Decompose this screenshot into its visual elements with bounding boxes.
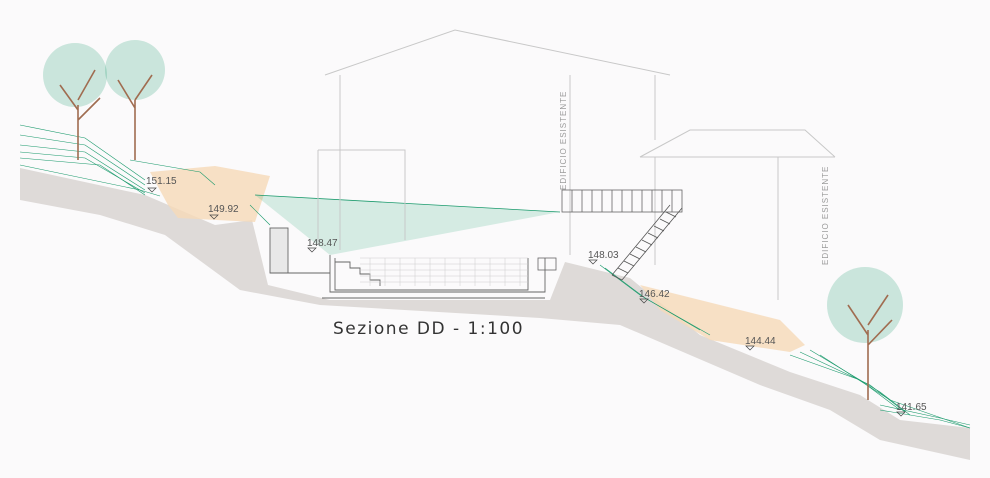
existing-building-2: [639, 129, 836, 300]
building-label-2: EDIFICIO ESISTENTE: [821, 166, 830, 265]
level-144-44: 144.44: [745, 336, 776, 347]
level-146-42: 146.42: [639, 289, 670, 300]
terrace-railing: [561, 189, 683, 213]
tree-right: [827, 267, 903, 400]
fill-section-left: [150, 166, 270, 222]
pool-edge-right: [537, 257, 557, 271]
level-149-92: 149.92: [208, 204, 239, 215]
slope-vegetation-right: [599, 264, 971, 429]
pool-structure: [269, 227, 546, 299]
slope-vegetation-left: [19, 124, 271, 226]
drawing-title: Sezione DD - 1:100: [333, 319, 524, 339]
level-141-65: 141.65: [896, 402, 927, 413]
building-label-1: EDIFICIO ESISTENTE: [559, 91, 568, 190]
level-markers: [147, 187, 906, 417]
tree-left-1: [43, 43, 107, 160]
level-151-15: 151.15: [146, 176, 177, 187]
pool-water-grid: [360, 257, 528, 286]
tree-left-2: [105, 40, 165, 160]
ground-terrain: [20, 168, 970, 460]
level-148-47: 148.47: [307, 238, 338, 249]
level-148-03: 148.03: [588, 250, 619, 261]
meadow-planting: [254, 194, 561, 255]
existing-building-1: [317, 29, 671, 255]
exterior-staircase: [611, 204, 683, 281]
fill-section-right: [640, 285, 805, 352]
